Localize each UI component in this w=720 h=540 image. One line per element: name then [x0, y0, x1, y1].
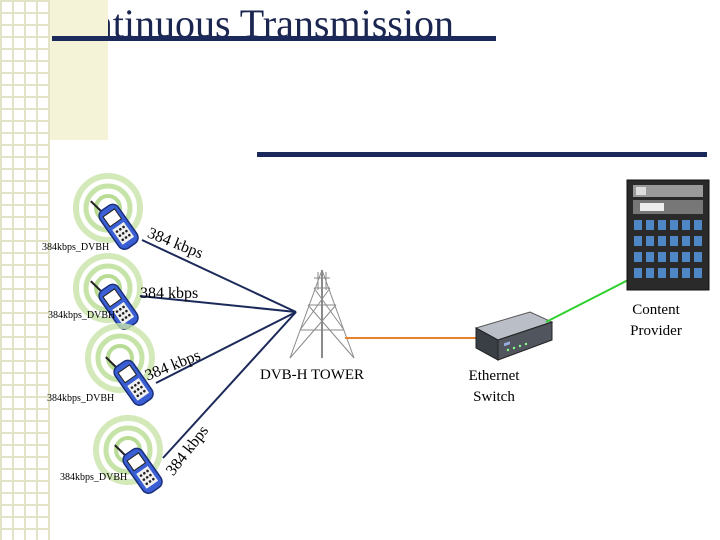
switch-label-line2: Switch — [473, 389, 515, 405]
phone-label-2: 384kbps_DVBH — [48, 310, 116, 321]
cellphone-icon-1 — [90, 200, 139, 250]
title-top-bar — [52, 36, 496, 41]
tower-phone-links — [139, 239, 297, 459]
switch-label: Ethernet Switch — [462, 366, 526, 408]
provider-label-line2: Provider — [630, 323, 682, 339]
link-phone-3 — [155, 311, 297, 384]
title-bottom-bar — [257, 152, 707, 157]
phone-label-4: 384kbps_DVBH — [60, 472, 128, 483]
tower-label: DVB-H TOWER — [260, 367, 365, 383]
phone-2 — [73, 253, 143, 330]
link-phone-4 — [162, 311, 297, 459]
background-grid — [0, 0, 50, 540]
link-phone-2 — [139, 295, 297, 313]
switch-provider-link — [545, 275, 637, 323]
title-accent-block — [50, 0, 108, 140]
switch-label-line1: Ethernet — [468, 368, 520, 384]
link-phone-1 — [141, 239, 297, 313]
tower-icon — [289, 269, 355, 359]
ethernet-switch-icon — [474, 311, 554, 361]
phone-4 — [93, 415, 163, 494]
provider-label: Content Provider — [620, 300, 692, 342]
provider-label-line1: Content — [632, 302, 680, 318]
phone-3 — [85, 323, 155, 406]
cellphone-icon-2 — [90, 280, 139, 330]
link-rate-2: 384 kbps — [140, 285, 199, 302]
phone-label-1: 384kbps_DVBH — [42, 242, 110, 253]
cellphone-icon-3 — [105, 356, 154, 406]
phone-label-3: 384kbps_DVBH — [47, 393, 115, 404]
cellphone-icon-4 — [114, 444, 163, 494]
phone-1 — [73, 173, 143, 250]
server-rack-icon — [626, 179, 710, 291]
